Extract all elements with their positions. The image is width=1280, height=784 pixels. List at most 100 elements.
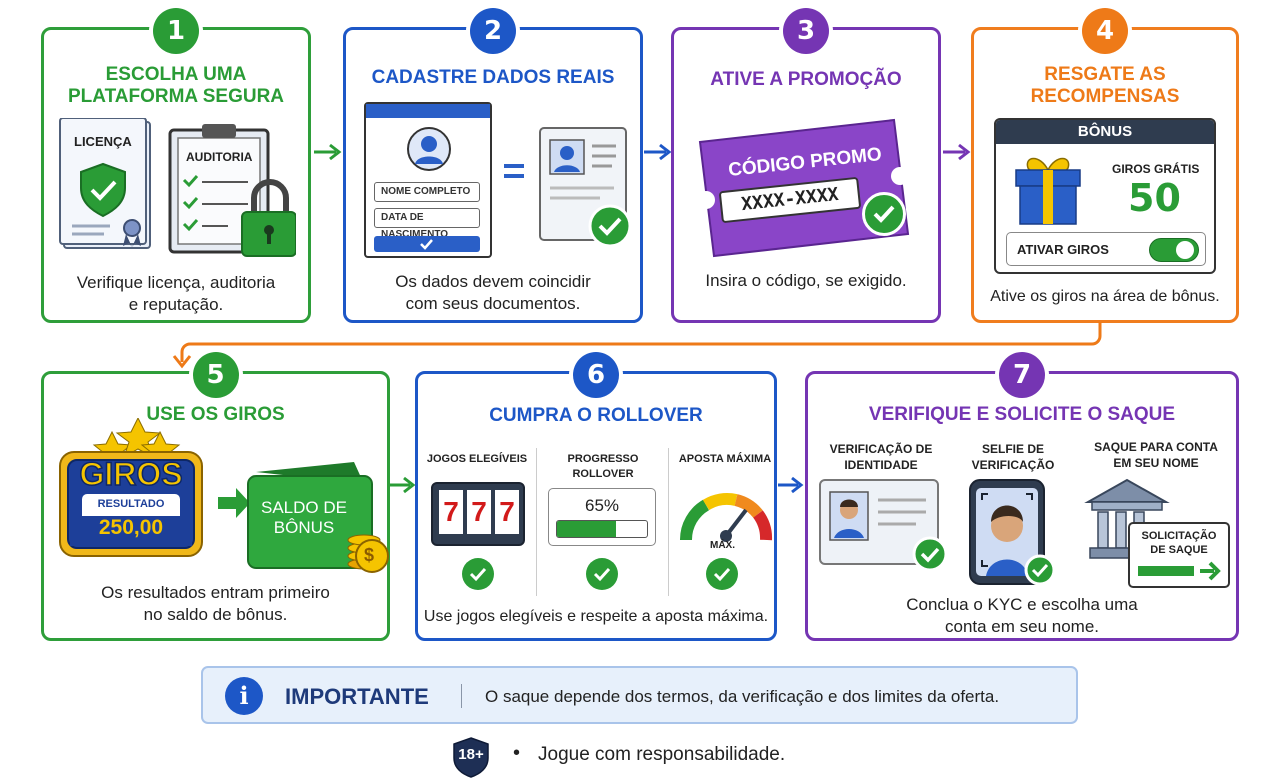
bonus-panel-header: BÔNUS — [996, 120, 1214, 144]
identity-verification-label-l1: VERIFICAÇÃO DE — [829, 442, 933, 456]
audit-label: AUDITORIA — [186, 150, 253, 164]
step-3-desc: Insira o código, se exigido. — [705, 271, 907, 290]
withdrawal-request-l2: DE SAQUE — [1150, 544, 1208, 556]
step-1-desc-line2: e reputação. — [128, 295, 224, 314]
registration-form: NOME COMPLETO DATA DE NASCIMENTO — [364, 102, 492, 258]
max-bet-label: APOSTA MÁXIMA — [678, 453, 772, 465]
gift-box-icon — [1015, 157, 1081, 225]
step-4-desc: Ative os giros na área de bônus. — [990, 288, 1220, 305]
step-5-desc-line2: no saldo de bônus. — [143, 605, 288, 624]
step-1-card: 1 ESCOLHA UMA PLATAFORMA SEGURA LICENÇA … — [41, 8, 311, 323]
slot-reel-2: 7 — [467, 490, 491, 534]
step-7-desc-line1: Conclua o KYC e escolha uma — [906, 595, 1138, 614]
result-value-bg — [70, 516, 192, 546]
important-label: IMPORTANTE — [285, 684, 429, 709]
step-1-title-line2: PLATAFORMA SEGURA — [67, 86, 285, 107]
spins-sign-title: GIROS — [79, 455, 184, 493]
equals-icon — [504, 164, 524, 178]
id-card-icon — [819, 479, 948, 572]
progress-text: 65% — [584, 496, 620, 515]
important-text: O saque depende dos termos, da verificaç… — [485, 687, 1000, 706]
selfie-label-l1: SELFIE DE — [981, 442, 1044, 456]
age-badge-icon — [453, 737, 489, 778]
result-value: 250,00 — [98, 516, 164, 539]
full-name-field: NOME COMPLETO — [374, 182, 480, 202]
progress-check-icon — [586, 558, 618, 590]
step-7-number: 7 — [999, 352, 1045, 398]
arrow-right-icon — [390, 476, 416, 494]
free-spins-label: GIROS GRÁTIS — [1112, 162, 1200, 176]
footer-text: Jogue com responsabilidade. — [538, 744, 786, 765]
step-5-number: 5 — [192, 352, 239, 398]
progress-fill — [557, 521, 616, 537]
arrow-right-icon — [218, 488, 250, 518]
id-document-icon — [539, 127, 632, 248]
step-6-title: CUMPRA O ROLLOVER — [489, 405, 703, 426]
step-4-card: 4 RESGATE AS RECOMPENSAS BÔNUS GIROS GRÁ… — [971, 8, 1239, 323]
activate-spins-toggle[interactable] — [1149, 238, 1199, 262]
form-submit-button — [374, 236, 480, 252]
free-spins-value: 50 — [1128, 176, 1181, 220]
withdraw-account-label-l1: SAQUE PARA CONTA — [1094, 440, 1218, 454]
license-label: LICENÇA — [74, 134, 132, 149]
games-check-icon — [462, 558, 494, 590]
step-6-card: 6 CUMPRA O ROLLOVER JOGOS ELEGÍVEIS PROG… — [415, 352, 777, 641]
step-2-desc-line1: Os dados devem coincidir — [395, 272, 591, 291]
audit-clipboard-icon — [168, 124, 296, 257]
gauge-label: MÁX. — [710, 540, 735, 551]
important-banner: i IMPORTANTE O saque depende dos termos,… — [201, 666, 1078, 724]
step-3-card: 3 ATIVE A PROMOÇÃO CÓDIGO PROMO XXXX-XXX… — [671, 8, 941, 323]
step-3-title: ATIVE A PROMOÇÃO — [710, 69, 902, 90]
identity-verification-label-l2: IDENTIDADE — [844, 458, 918, 472]
step-5-card: 5 USE OS GIROS GIROS RESULTADO 250,00 $ … — [41, 352, 390, 641]
selfie-phone-icon — [969, 479, 1056, 586]
withdraw-account-label-l2: EM SEU NOME — [1113, 456, 1199, 470]
arrow-right-icon — [644, 143, 672, 161]
connector-arrow-icon — [172, 322, 1102, 369]
step-2-title: CADASTRE DADOS REAIS — [371, 67, 615, 88]
wallet-label-line2: BÔNUS — [273, 518, 335, 537]
arrow-right-icon — [778, 476, 804, 494]
step-6-desc: Use jogos elegíveis e respeite a aposta … — [423, 608, 769, 625]
age-badge-text: 18+ — [458, 746, 484, 763]
withdrawal-request-l1: SOLICITAÇÃO — [1141, 530, 1217, 542]
progress-bar — [556, 520, 648, 538]
result-label: RESULTADO — [97, 498, 165, 510]
step-2-desc-line2: com seus documentos. — [405, 294, 581, 313]
activate-spins-label: ATIVAR GIROS — [1017, 242, 1109, 257]
user-avatar-icon — [407, 127, 451, 171]
selfie-label-l2: VERIFICAÇÃO — [971, 458, 1055, 472]
step-4-number: 4 — [1082, 8, 1128, 54]
info-icon: i — [225, 677, 263, 715]
slot-reel-1: 7 — [439, 490, 463, 534]
bonus-panel: BÔNUS GIROS GRÁTIS 50 ATIVAR GIROS — [994, 118, 1216, 274]
slot-reel-3: 7 — [495, 490, 519, 534]
birth-date-field: DATA DE NASCIMENTO — [374, 208, 480, 240]
step-2-card: 2 CADASTRE DADOS REAIS NOME COMPLETO DAT… — [343, 8, 643, 323]
step-7-desc-line2: conta em seu nome. — [944, 617, 1100, 636]
max-bet-check-icon — [706, 558, 738, 590]
coin-symbol: $ — [364, 545, 375, 565]
wallet-icon — [247, 462, 389, 573]
eligible-games-label: JOGOS ELEGÍVEIS — [426, 453, 528, 465]
activate-spins-row: ATIVAR GIROS — [1006, 232, 1206, 266]
step-4-title-line2: RECOMPENSAS — [1030, 86, 1180, 107]
license-document-icon — [59, 118, 151, 249]
rollover-progress-label: PROGRESSO ROLLOVER — [567, 453, 639, 480]
step-4-title-line1: RESGATE AS — [1044, 64, 1166, 85]
arrow-right-icon — [943, 143, 971, 161]
step-5-desc-line1: Os resultados entram primeiro — [101, 583, 330, 602]
wallet-label-line1: SALDO DE — [261, 498, 347, 517]
promo-check-icon — [862, 192, 906, 236]
max-bet-gauge-icon — [679, 493, 773, 542]
step-7-card: 7 VERIFIQUE E SOLICITE O SAQUE VERIFICAÇ… — [805, 352, 1239, 641]
arrow-right-icon — [1200, 561, 1221, 581]
withdrawal-bar — [1138, 566, 1194, 576]
step-3-number: 3 — [783, 8, 829, 54]
step-1-number: 1 — [153, 8, 199, 54]
step-6-number: 6 — [573, 352, 619, 398]
withdrawal-request-card: SOLICITAÇÃO DE SAQUE — [1128, 522, 1230, 588]
check-icon — [420, 239, 433, 250]
step-7-title: VERIFIQUE E SOLICITE O SAQUE — [868, 404, 1176, 425]
step-1-title-line1: ESCOLHA UMA — [105, 64, 247, 85]
